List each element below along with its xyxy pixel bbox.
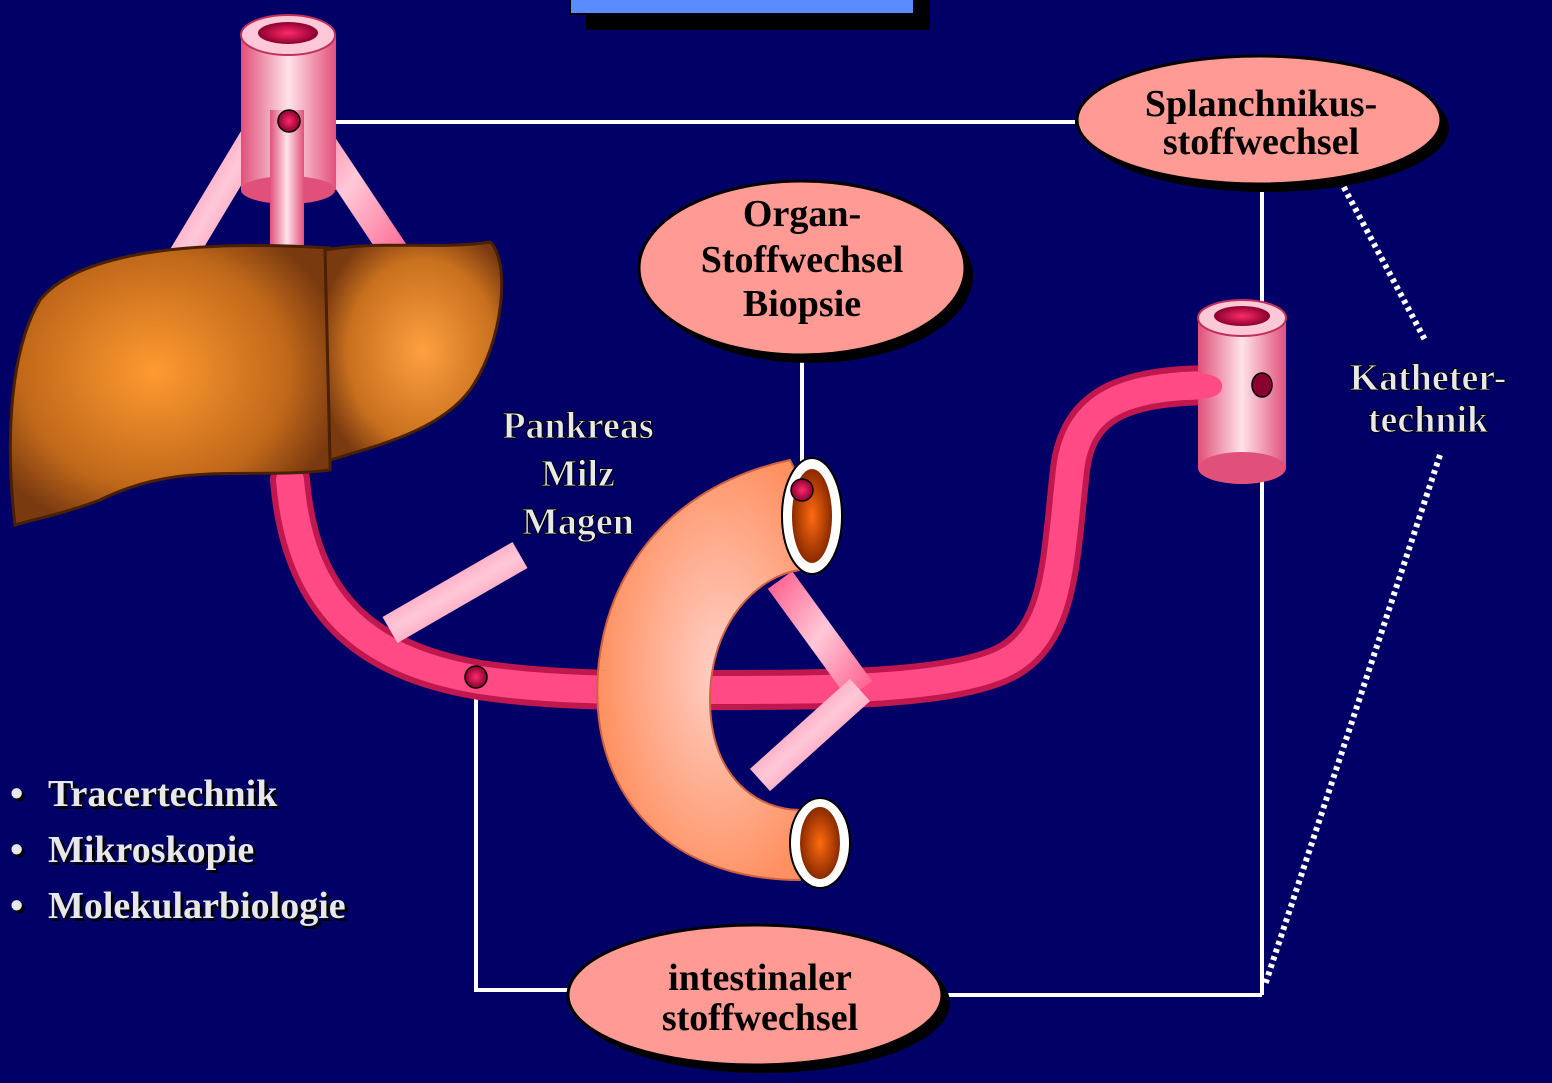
intestinal-label-2: stoffwechsel [662, 997, 858, 1039]
katheter-label-2: technik [1368, 399, 1489, 441]
bullet-text: Molekularbiologie [48, 885, 346, 927]
title-box [570, 0, 930, 30]
bullet-item: •Molekularbiologie [10, 878, 346, 934]
organ-ellipse: Organ- Stoffwechsel Biopsie [639, 181, 973, 363]
pankreas-label: Pankreas [502, 405, 653, 447]
organ-label-1: Organ- [743, 193, 861, 235]
liver-icon [10, 242, 501, 525]
organs-branch-label: Pankreas Milz Magen [502, 405, 653, 543]
bullet-symbol: • [10, 766, 48, 822]
bullet-item: •Mikroskopie [10, 822, 346, 878]
magen-label: Magen [522, 501, 634, 543]
bullet-text: Mikroskopie [48, 829, 254, 871]
bullet-symbol: • [10, 822, 48, 878]
bullet-item: •Tracertechnik [10, 766, 346, 822]
organ-label-2: Stoffwechsel [701, 239, 904, 281]
method-bullet-list: •Tracertechnik •Mikroskopie •Molekularbi… [10, 766, 346, 934]
catheter-dotted-lines [1265, 180, 1440, 985]
sampling-point-intestine [791, 479, 813, 501]
splanchnikus-label-2: stoffwechsel [1163, 121, 1359, 163]
sampling-point-portal [465, 666, 487, 688]
peripheral-vein-cylinder [1180, 300, 1286, 484]
sampling-point-hepatic [278, 110, 300, 132]
portal-line [476, 680, 570, 990]
hepatic-vein-cylinder [241, 15, 336, 260]
katheter-label-1: Katheter- [1350, 357, 1507, 399]
bullet-symbol: • [10, 878, 48, 934]
intestinal-label-1: intestinaler [668, 957, 852, 999]
intestinal-ellipse: intestinaler stoffwechsel [568, 925, 950, 1073]
katheter-label: Katheter- technik [1350, 357, 1507, 441]
bullet-text: Tracertechnik [48, 773, 277, 815]
splanchnikus-label-1: Splanchnikus- [1145, 83, 1377, 125]
splanchnikus-ellipse: Splanchnikus- stoffwechsel [1077, 56, 1449, 192]
organ-label-3: Biopsie [743, 283, 861, 325]
milz-label: Milz [541, 453, 615, 495]
